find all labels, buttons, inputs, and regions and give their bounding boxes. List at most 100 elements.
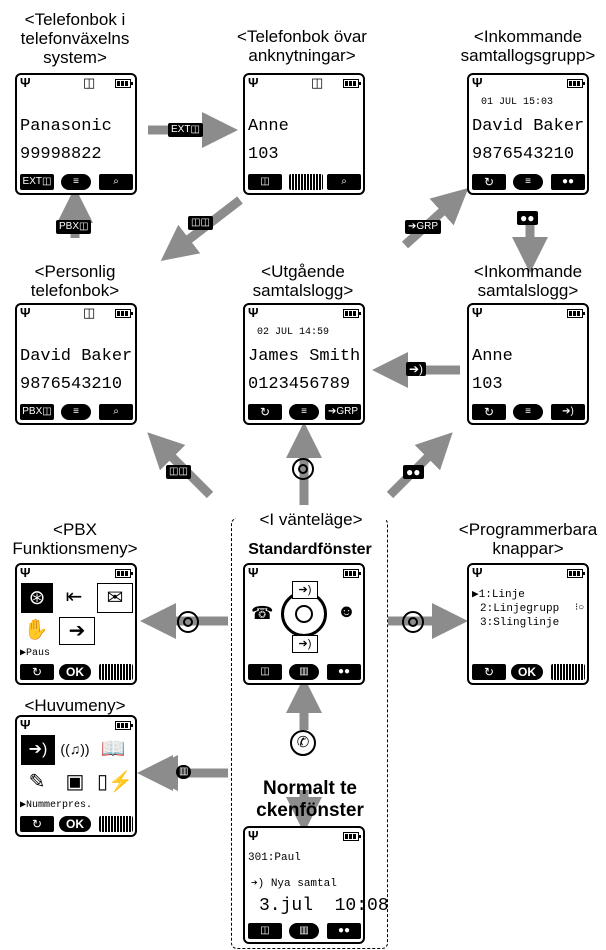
soft-back-button[interactable]: ↻ xyxy=(20,664,54,680)
entry-number: 9876543210 xyxy=(472,145,575,164)
incoming-log-icon: ➔) xyxy=(292,635,318,653)
soft-search-button[interactable]: ⌕ xyxy=(99,404,133,420)
soft-menu-button[interactable]: ≡ xyxy=(289,404,319,420)
entry-name: Anne xyxy=(472,347,513,366)
soft-menu-button[interactable]: ≡ xyxy=(513,404,543,420)
ext-key-label: EXT◫ xyxy=(168,123,203,137)
soft-phonebook-button[interactable]: ◫ xyxy=(248,174,282,190)
soft-redial-button[interactable]: ●● xyxy=(551,174,585,190)
soft-keypad-button[interactable] xyxy=(99,816,133,832)
extension-label: 301:Paul xyxy=(248,852,301,864)
entry-number: 99998822 xyxy=(20,145,102,164)
soft-redial-button[interactable]: ●● xyxy=(327,664,361,680)
screen-ext-list: Ψ ◫ Anne 103 ◫ ⌕ xyxy=(243,73,365,195)
screen-ext-phonebook: Ψ ◫ Panasonic 99998822 EXT◫ ≡ ⌕ xyxy=(15,73,137,195)
screen-normal-standby: Ψ 301:Paul ➔) Nya samtal 3.jul 10:08 ◫ ▥… xyxy=(243,826,389,944)
entry-name: Panasonic xyxy=(20,117,112,136)
phonebook-icon: ◫ xyxy=(83,305,96,320)
soft-menu-button[interactable]: ≡ xyxy=(513,174,543,190)
antenna-icon: Ψ xyxy=(20,717,31,732)
antenna-icon: Ψ xyxy=(248,828,259,843)
phonebook-key-label-2: ◫◫ xyxy=(166,465,191,479)
soft-phonebook-button[interactable]: ◫ xyxy=(248,664,282,680)
outgoing-key-label: ➔) xyxy=(406,362,427,376)
antenna-icon: Ψ xyxy=(472,305,483,320)
call-date: 02 JUL 14:59 xyxy=(257,327,330,338)
user-icon: ☻ xyxy=(337,601,356,621)
soft-menu-button[interactable]: ▥ xyxy=(289,923,319,939)
battery-icon xyxy=(343,569,361,578)
battery-icon xyxy=(115,721,133,730)
soft-ok-button[interactable]: OK xyxy=(59,664,91,680)
battery-icon xyxy=(115,309,133,318)
redial-key-label: ●● xyxy=(517,211,538,225)
soft-ext-button[interactable]: EXT◫ xyxy=(20,174,54,190)
handset-icon[interactable]: ✎ xyxy=(21,769,53,795)
soft-keypad-button[interactable] xyxy=(99,664,133,680)
main-menu-selected-item: ▶Nummerpres. xyxy=(20,800,93,811)
screen-incoming-log: Ψ Anne 103 ↻ ≡ ➔) xyxy=(467,303,589,425)
intercom-icon: ☎ xyxy=(251,603,274,623)
menu-key-label: ▥ xyxy=(176,765,192,779)
phonebook-icon: ◫ xyxy=(311,75,324,90)
soft-menu-button[interactable]: ≡ xyxy=(61,174,91,190)
programmable-item-3[interactable]: 3:Slinglinje xyxy=(480,617,560,629)
standby-date: 3.jul 10:08 xyxy=(259,896,389,916)
antenna-icon: Ψ xyxy=(472,565,483,580)
ringer-icon[interactable]: ((♫)) xyxy=(59,735,91,763)
battery-icon xyxy=(115,569,133,578)
antenna-icon: Ψ xyxy=(20,75,31,90)
soft-redial-button[interactable]: ●● xyxy=(327,923,361,939)
battery-icon xyxy=(567,309,585,318)
pbx-key-label: PBX◫ xyxy=(56,220,92,234)
pbx-item-1-icon[interactable]: ⊛ xyxy=(21,583,53,613)
soft-menu-button[interactable]: ▥ xyxy=(289,664,319,680)
battery-icon xyxy=(343,832,361,841)
soft-ok-button[interactable]: OK xyxy=(59,816,91,832)
antenna-icon: Ψ xyxy=(20,565,31,580)
soft-back-button[interactable]: ↻ xyxy=(248,404,282,420)
talk-key-icon: ✆ xyxy=(290,730,316,756)
screen-standby: Ψ ➔) ➔) ☎ ☻ ◫ ▥ ●● xyxy=(243,563,365,685)
soft-back-button[interactable]: ↻ xyxy=(472,664,506,680)
system-icon[interactable]: ▯⚡ xyxy=(97,769,133,795)
antenna-icon: Ψ xyxy=(20,305,31,320)
soft-phonebook-button[interactable]: ◫ xyxy=(248,923,282,939)
screen-main-menu: Ψ ➔) ((♫)) 📖 ✎ ▣ ▯⚡ ▶Nummerpres. ↻ OK xyxy=(15,715,137,837)
battery-icon xyxy=(567,569,585,578)
soft-pbx-button[interactable]: PBX◫ xyxy=(20,404,54,420)
antenna-icon: Ψ xyxy=(248,305,259,320)
soft-ok-button[interactable]: OK xyxy=(511,664,543,680)
pbx-item-4-icon[interactable]: ✋ xyxy=(21,617,51,643)
soft-menu-button[interactable]: ≡ xyxy=(61,404,91,420)
soft-grp-button[interactable]: ➔GRP xyxy=(325,404,361,420)
soft-back-button[interactable]: ↻ xyxy=(472,174,506,190)
entry-name: James Smith xyxy=(248,347,361,366)
caller-id-icon[interactable]: ➔) xyxy=(21,735,55,765)
programmable-item-2[interactable]: 2:Linjegrupp xyxy=(480,603,560,615)
pbx-item-0-icon[interactable]: ➔ xyxy=(59,617,95,645)
settings-icon[interactable]: ▣ xyxy=(59,769,91,795)
soft-search-button[interactable]: ⌕ xyxy=(327,174,361,190)
programmable-item-1[interactable]: ▶1:Linje xyxy=(472,589,525,601)
soft-back-button[interactable]: ↻ xyxy=(20,816,54,832)
soft-outgoing-button[interactable]: ➔) xyxy=(551,404,585,420)
soft-back-button[interactable]: ↻ xyxy=(472,404,506,420)
pbx-item-3-icon[interactable]: ✉ xyxy=(97,583,133,613)
soft-keypad-button[interactable] xyxy=(551,664,585,680)
nav-key-icon-left xyxy=(177,611,199,633)
soft-search-button[interactable]: ⌕ xyxy=(99,174,133,190)
battery-icon xyxy=(343,79,361,88)
antenna-icon: Ψ xyxy=(248,75,259,90)
pbx-item-2-icon[interactable]: ⇤ xyxy=(59,583,89,611)
screen-programmable-keys: Ψ ▶1:Linje 2:Linjegrupp ⁝○ 3:Slinglinje … xyxy=(467,563,589,685)
soft-keypad-button[interactable] xyxy=(289,174,323,190)
redial-key-label-2: ●● xyxy=(403,465,424,479)
entry-name: David Baker xyxy=(20,347,133,366)
antenna-icon: Ψ xyxy=(472,75,483,90)
phonebook-menu-icon[interactable]: 📖 xyxy=(97,735,129,763)
